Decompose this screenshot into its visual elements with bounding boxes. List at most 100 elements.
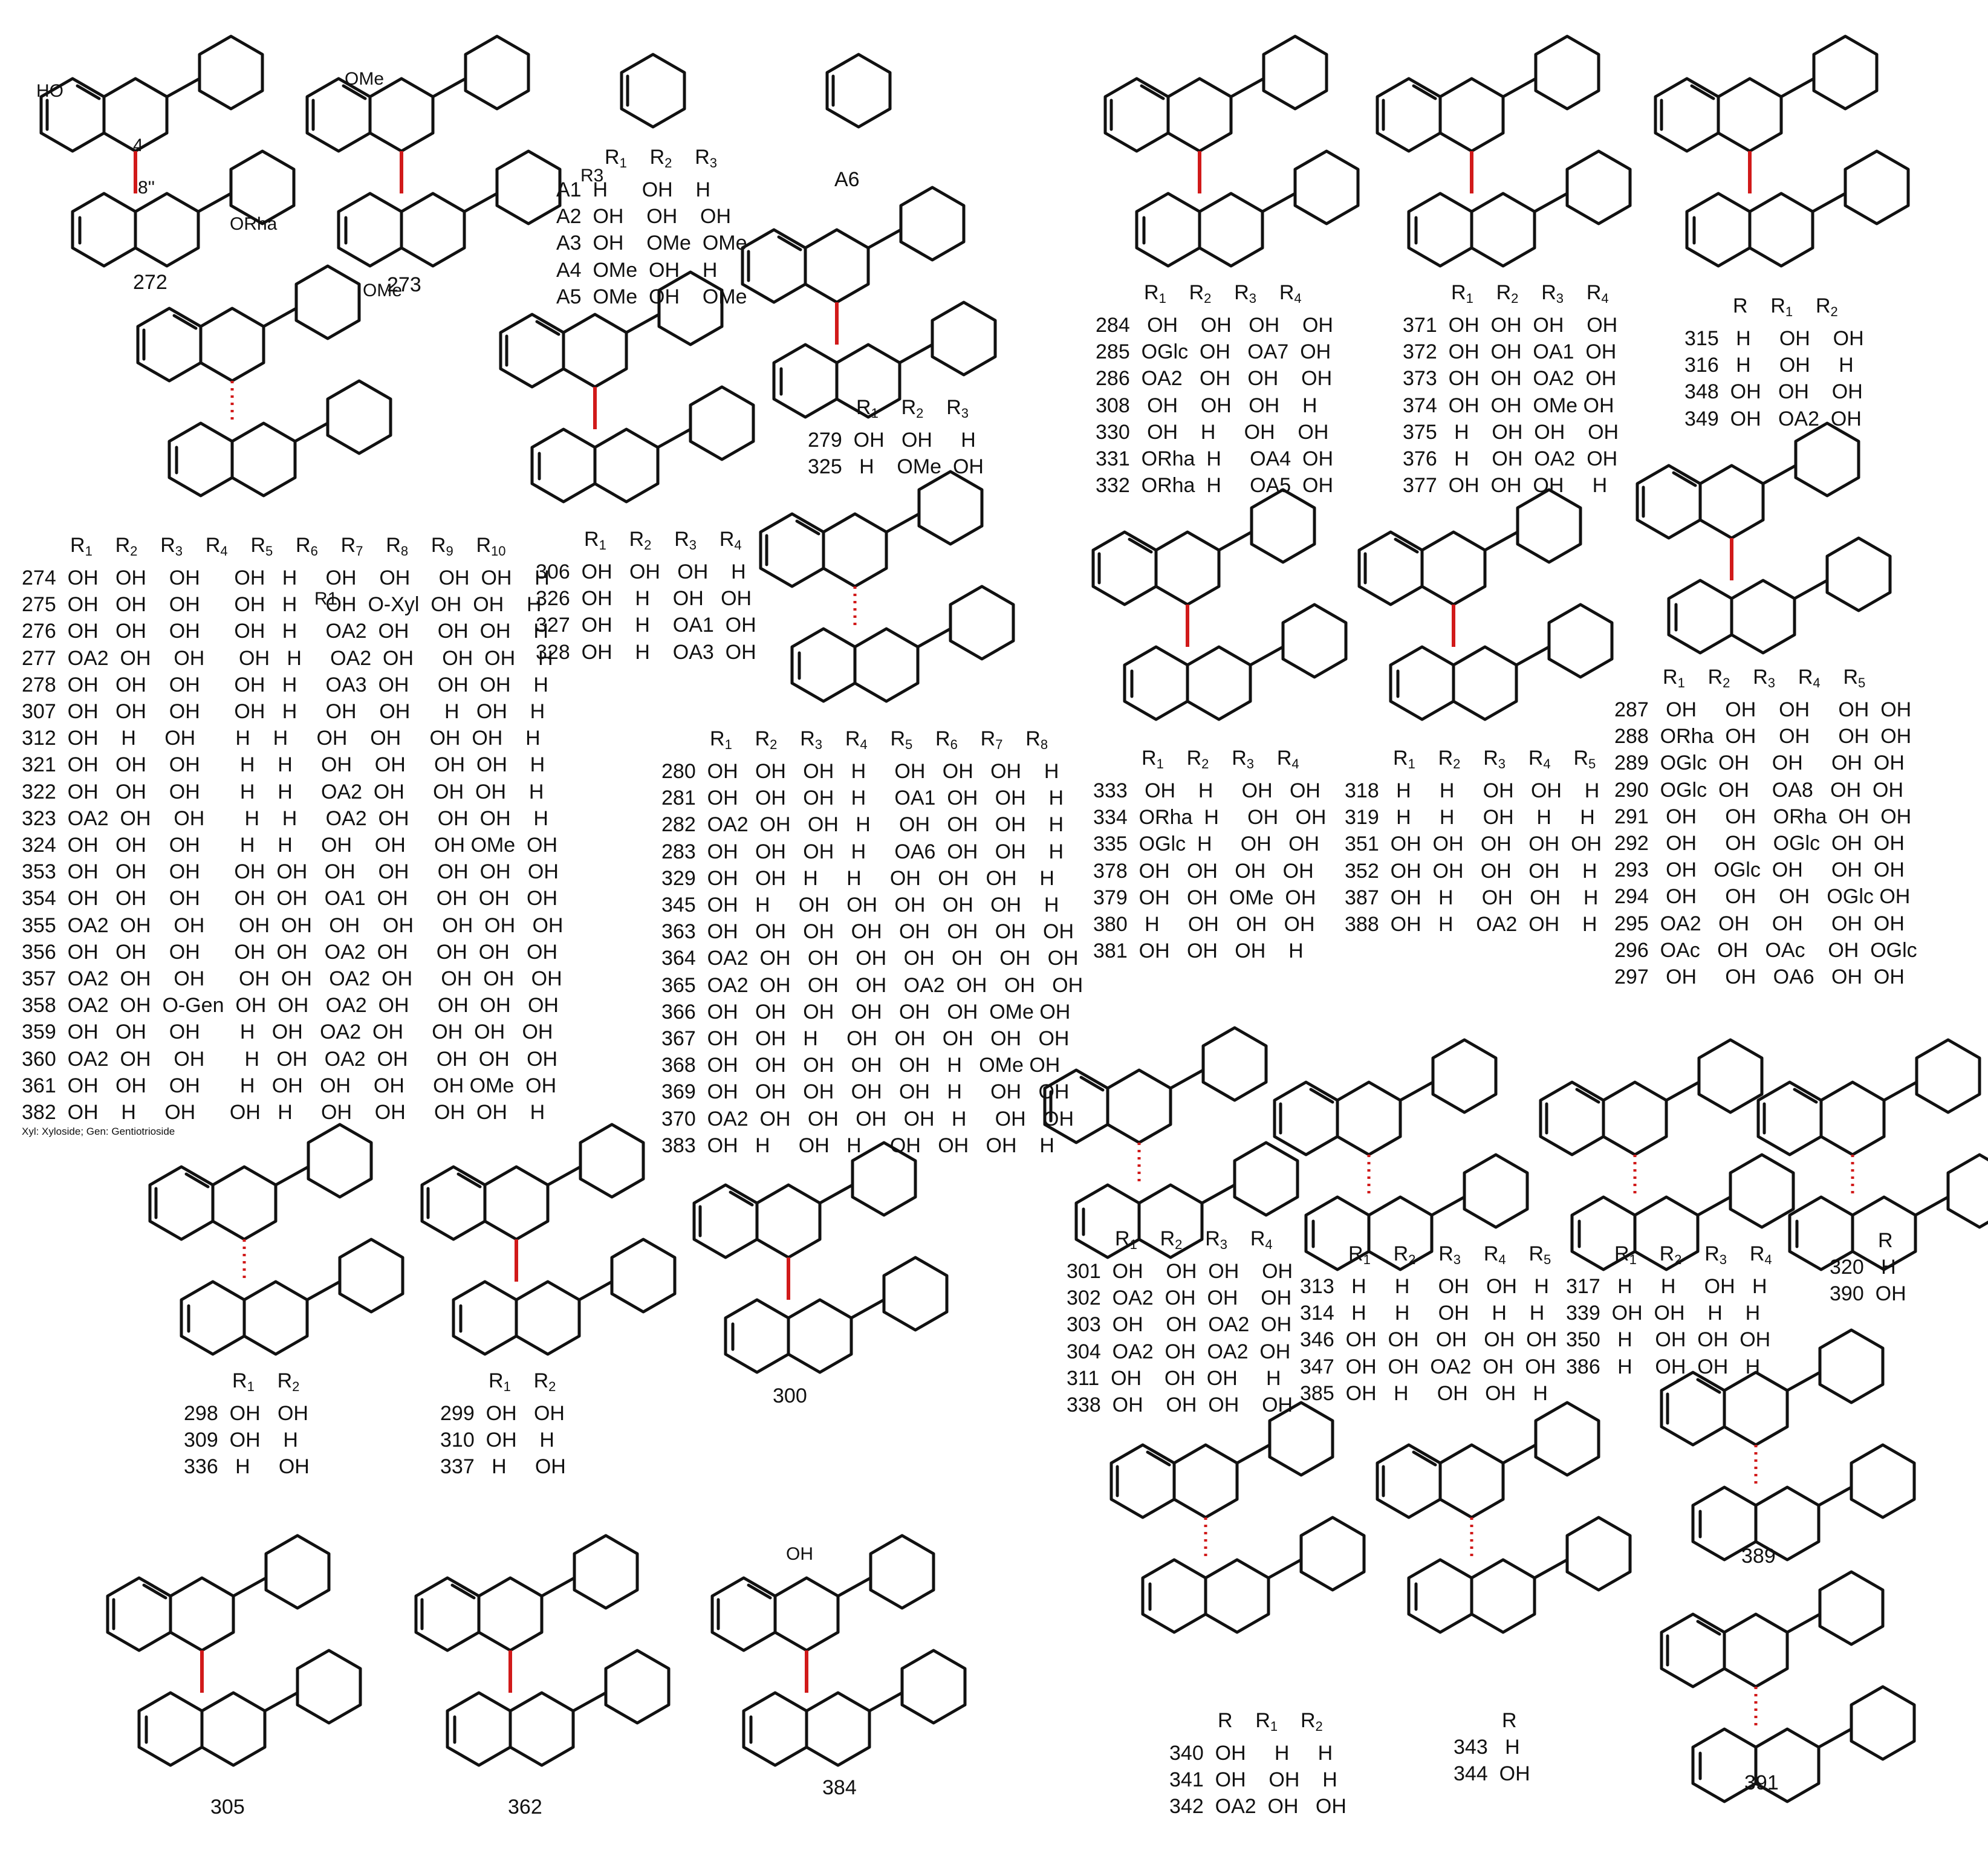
atom-label: ORha xyxy=(230,214,278,234)
column-header: R4 xyxy=(1279,281,1302,306)
table-row: 319 H H OH H H xyxy=(1345,806,1595,829)
structure-A6 xyxy=(827,54,890,127)
column-header: R4 xyxy=(1250,1227,1273,1252)
column-header: R2 xyxy=(1186,747,1209,771)
structure-279 xyxy=(742,187,995,417)
column-header: R3 xyxy=(946,396,969,421)
column-header: R3 xyxy=(1205,1227,1228,1252)
column-header: R1 xyxy=(1142,747,1164,771)
column-header: R xyxy=(1218,1709,1233,1732)
table-header: R1 R2 R3 R4 xyxy=(1067,1225,1293,1258)
column-header: R xyxy=(1502,1709,1517,1732)
table-row: 385 OH H OH OH H xyxy=(1300,1381,1548,1405)
table-row: 287 OH OH OH OH OH xyxy=(1614,698,1912,721)
table-row: 380 H OH OH OH xyxy=(1093,913,1315,936)
table-header: R R1 R2 xyxy=(1684,293,1864,325)
table-row: 318 H H OH OH H xyxy=(1345,779,1600,802)
table-row: 293 OH OGlc OH OH OH xyxy=(1614,858,1905,882)
table-row: A4 OMe OH H xyxy=(556,258,718,282)
table-row: 328 OH H OA3 OH xyxy=(536,640,756,664)
atom-label: 8'' xyxy=(138,178,155,198)
table-row: 335 OGlc H OH OH xyxy=(1093,832,1320,856)
table-row: 360 OA2 OH OH H OH OA2 OH OH OH OH xyxy=(22,1047,558,1071)
column-header: R1 xyxy=(489,1369,511,1394)
column-header: R3 xyxy=(1234,281,1257,306)
column-header: R2 xyxy=(1496,281,1519,306)
table-row: 275 OH OH OH OH H OH O-Xyl OH OH H xyxy=(22,593,542,617)
table-row: 356 OH OH OH OH OH OA2 OH OH OH OH xyxy=(22,940,558,964)
table-row: 301 OH OH OH OH xyxy=(1067,1260,1293,1283)
table-row: 308 OH OH OH H xyxy=(1096,394,1317,417)
structure-274 xyxy=(138,266,391,496)
structure-287 xyxy=(1637,423,1890,653)
column-header: R2 xyxy=(1189,281,1212,306)
table-row: 285 OGlc OH OA7 OH xyxy=(1096,340,1331,364)
table-row: 346 OH OH OH OH OH xyxy=(1300,1328,1558,1352)
column-header: R1 xyxy=(710,727,732,752)
table-header: R1 R2 R3 R4 R5 R6 R7 R8 xyxy=(661,725,1083,758)
structure-280 xyxy=(761,472,1013,701)
column-header: R3 xyxy=(695,146,718,170)
table-header: R1 R2 R3 R4 xyxy=(1093,745,1326,777)
table-row: 375 H OH OH OH xyxy=(1403,420,1619,444)
structure-A xyxy=(622,54,684,127)
column-header: R1 xyxy=(1144,281,1166,306)
table-row: 374 OH OH OMe OH xyxy=(1403,394,1614,417)
table-row: 351 OH OH OH OH OH xyxy=(1345,832,1602,856)
table-header: R1 R2 R3 R4 R5 xyxy=(1345,745,1602,777)
atom-label: OH xyxy=(786,1544,813,1564)
table-row: 288 ORha OH OH OH OH xyxy=(1614,725,1912,748)
table-row: 290 OGlc OH OA8 OH OH xyxy=(1614,778,1904,802)
table-row: A1 H OH H xyxy=(556,178,711,201)
table-header: R xyxy=(1454,1707,1530,1734)
column-header: R1 xyxy=(1348,1242,1371,1267)
table-row: 386 H OH OH H xyxy=(1566,1355,1761,1378)
table-row: 314 H H OH H H xyxy=(1300,1302,1545,1325)
structure-313 xyxy=(1275,1040,1527,1270)
column-header: R4 xyxy=(845,727,868,752)
column-header: R2 xyxy=(1300,1709,1323,1734)
column-header: R6 xyxy=(935,727,958,752)
atom-label: OMe xyxy=(363,281,402,300)
table-row: 379 OH OH OMe OH xyxy=(1093,886,1316,909)
structure-362 xyxy=(416,1536,669,1765)
table-row: 352 OH OH OH OH H xyxy=(1345,859,1597,883)
table-row: 329 OH OH H H OH OH OH H xyxy=(661,866,1054,890)
table-row: 324 OH OH OH H H OH OH OH OMe OH xyxy=(22,834,558,857)
table-header: R xyxy=(1830,1227,1906,1254)
table-row: 291 OH OH ORha OH OH xyxy=(1614,805,1912,828)
column-header: R1 xyxy=(1451,281,1473,306)
table-header: R1 R2 R3 R4 R5 xyxy=(1300,1241,1557,1273)
column-header: R2 xyxy=(755,727,778,752)
table-row: 337 H OH xyxy=(440,1455,566,1479)
atom-label: OMe xyxy=(345,69,384,89)
table-row: 353 OH OH OH OH OH OH OH OH OH OH xyxy=(22,860,559,884)
column-header: R7 xyxy=(980,727,1003,752)
table-row: 312 OH H OH H H OH OH OH OH H xyxy=(22,727,541,750)
table-row: 297 OH OH OA6 OH OH xyxy=(1614,965,1905,989)
structure-371 xyxy=(1377,36,1630,266)
structure-333 xyxy=(1093,490,1346,719)
table-row: A5 OMe OH OMe xyxy=(556,285,747,308)
column-header: R10 xyxy=(476,534,506,559)
column-header: R2 xyxy=(1815,294,1838,319)
column-header: R2 xyxy=(649,146,672,170)
column-header: R1 xyxy=(1614,1242,1637,1267)
table-row: A3 OH OMe OMe xyxy=(556,232,747,255)
table-row: 372 OH OH OA1 OH xyxy=(1403,340,1617,364)
table-row: 369 OH OH OH OH OH H OH OH xyxy=(661,1080,1070,1104)
table-header: R1 R2 R3 R4 R5 R6 R7 R8 R9 R10 xyxy=(22,532,564,565)
column-header: R2 xyxy=(629,528,652,553)
column-header: R2 xyxy=(533,1369,556,1394)
